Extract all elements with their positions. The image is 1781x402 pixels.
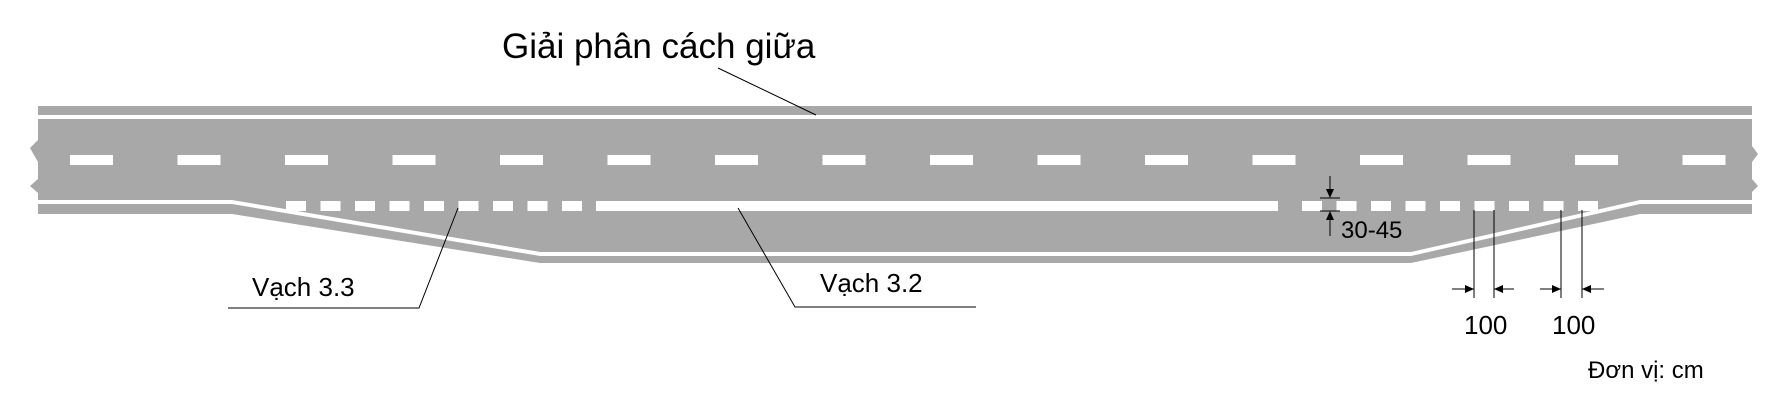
dash-3-3 [493, 201, 513, 211]
center-dash [715, 155, 758, 165]
upper-roadway [30, 106, 1758, 170]
dash-3-3 [562, 201, 582, 211]
lane-edge-line [38, 200, 1752, 256]
lower-roadway [30, 170, 1758, 263]
center-dash [1252, 155, 1296, 165]
dash-3-3 [1474, 201, 1495, 211]
center-dash [392, 155, 436, 165]
dash-3-3 [1509, 201, 1529, 211]
dash-3-3 [1371, 201, 1391, 211]
title-leader-line [717, 67, 817, 116]
center-dash [177, 155, 221, 165]
center-dash [70, 155, 113, 165]
solid-line-3-2 [596, 201, 1278, 211]
dashed-line-3-3 [286, 201, 1598, 211]
dash-3-3 [424, 201, 444, 211]
dash-3-3 [1578, 201, 1598, 211]
center-dash [1037, 155, 1081, 165]
dimension-100-right [1540, 210, 1604, 298]
dash-3-3 [1440, 201, 1460, 211]
unit-label: Đơn vị: cm [1588, 357, 1704, 384]
median-edge-line [38, 115, 1752, 119]
center-dashed-line [70, 155, 1726, 165]
center-dash [500, 155, 543, 165]
marking-3-2-label: Vạch 3.2 [820, 268, 923, 298]
dash-3-3 [1405, 201, 1426, 211]
dash-3-3 [1336, 201, 1357, 211]
dash-3-3 [458, 201, 479, 211]
center-dash [822, 155, 866, 165]
dimension-100-right-label: 100 [1552, 310, 1595, 340]
center-dash [1467, 155, 1511, 165]
center-dash [285, 155, 328, 165]
width-range-label: 30-45 [1341, 217, 1402, 244]
dimension-100-left [1452, 210, 1514, 298]
center-dash [930, 155, 973, 165]
center-dash [1145, 155, 1188, 165]
dash-3-3 [389, 201, 410, 211]
dash-3-3 [286, 201, 306, 211]
dash-3-3 [1302, 201, 1322, 211]
dash-3-3 [1543, 201, 1564, 211]
center-dash [1575, 155, 1618, 165]
dimension-100-left-label: 100 [1464, 310, 1507, 340]
marking-3-2-leader-line [737, 207, 976, 308]
diagram-title: Giải phân cách giữa [502, 27, 816, 66]
center-dash [1360, 155, 1403, 165]
center-dash [1682, 155, 1726, 165]
width-dimension [1320, 176, 1340, 236]
marking-3-3-leader-line [228, 207, 459, 309]
dash-3-3 [320, 201, 341, 211]
marking-3-3-label: Vạch 3.3 [252, 272, 355, 302]
dash-3-3 [355, 201, 375, 211]
center-dash [607, 155, 651, 165]
dash-3-3 [527, 201, 548, 211]
